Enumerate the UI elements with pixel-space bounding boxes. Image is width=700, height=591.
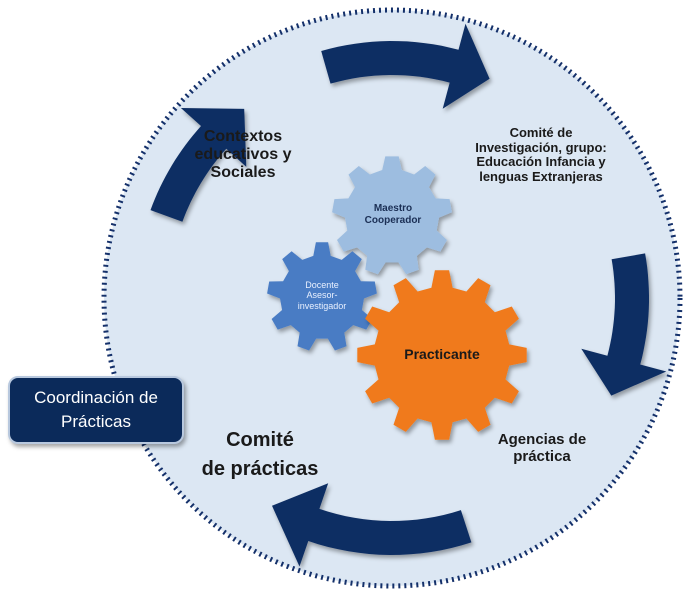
coordination-line-1: Coordinación de (34, 388, 158, 407)
label-comite-investigacion: Comité de Investigación, grupo: Educació… (475, 125, 607, 184)
label-agencias: Agencias de práctica (497, 431, 587, 465)
label-contextos: Contextos educativos y Sociales (194, 128, 292, 181)
arrow-top (321, 23, 490, 109)
label-comite-practicas: Comité de prácticas (201, 429, 319, 480)
gear-label-practicante: Practicante (404, 346, 480, 362)
gear-label-maestro: Maestro Cooperador (364, 203, 422, 226)
arrow-bottom (272, 483, 472, 567)
gear-label-docente: Docente Asesor- investigador (297, 280, 347, 311)
coordination-box: Coordinación de Prácticas (8, 376, 184, 444)
outer-circle (101, 7, 683, 589)
gear-practicante (357, 270, 527, 440)
arrow-left (150, 108, 247, 222)
coordination-line-2: Prácticas (61, 412, 131, 431)
gear-maestro (332, 156, 452, 275)
gear-docente (267, 242, 377, 351)
arrow-right (581, 253, 667, 396)
